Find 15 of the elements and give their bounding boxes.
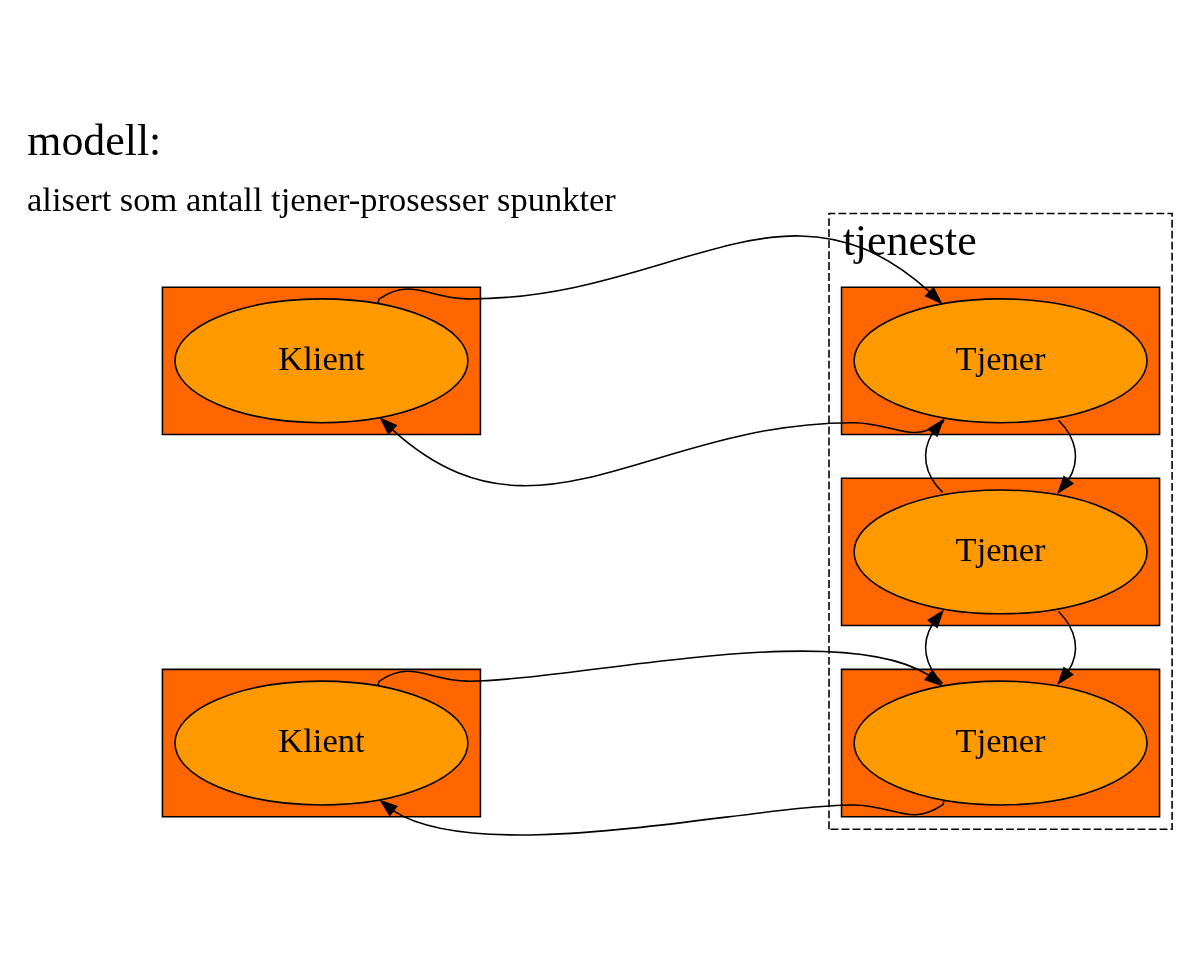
arrow (379, 417, 945, 487)
diagram-title: modell: (27, 115, 162, 164)
arrow (924, 609, 945, 685)
node-ellipse: Tjener (853, 680, 1148, 806)
node-ellipse: Klient (174, 680, 469, 806)
arrow (1057, 610, 1077, 686)
node-ellipse: Tjener (853, 298, 1148, 424)
arrow (377, 235, 943, 305)
arrow (377, 650, 943, 687)
node-ellipse: Tjener (853, 489, 1148, 615)
label: alisert som antall tjener-prosesser spunkter (27, 180, 616, 219)
arrow (1057, 419, 1077, 495)
arrow (924, 418, 945, 494)
node-ellipse: Klient (174, 298, 469, 424)
arrow (379, 799, 945, 836)
